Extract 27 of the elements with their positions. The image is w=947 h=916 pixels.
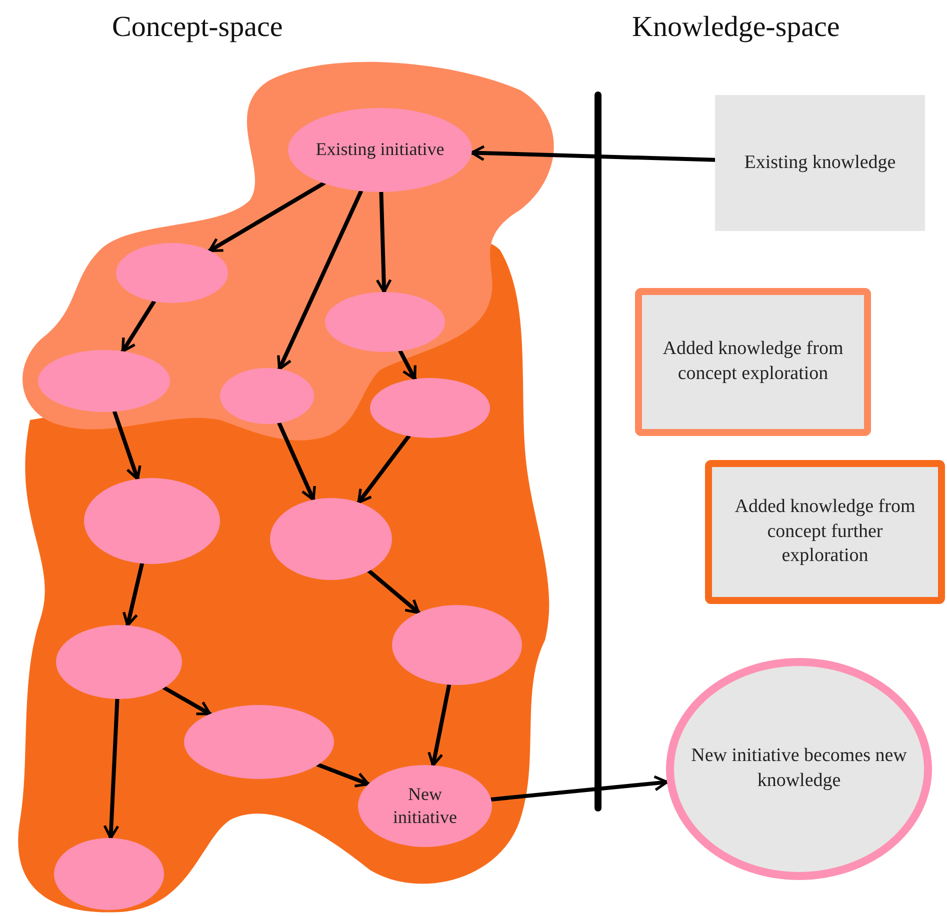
- arrow: [316, 762, 370, 788]
- arrow: [367, 569, 421, 615]
- arrow: [162, 686, 212, 716]
- node-label: Added knowledge from concept further exploration: [734, 494, 916, 568]
- node-label: New initiative becomes new knowledge: [690, 744, 908, 793]
- arrow: [277, 421, 316, 502]
- knowledge-box: [635, 288, 871, 436]
- arrow: [356, 434, 411, 504]
- arrow: [208, 181, 326, 253]
- node-label: Added knowledge from concept exploration: [662, 337, 844, 386]
- arrow: [112, 410, 142, 481]
- arrow: [103, 696, 120, 840]
- knowledge-box: [705, 460, 945, 604]
- column-heading: Concept-space: [112, 10, 283, 45]
- arrow: [120, 299, 156, 354]
- arrow: [489, 775, 669, 802]
- node-label: New initiative: [392, 782, 458, 829]
- node-label: Existing initiative: [316, 138, 444, 162]
- knowledge-box: [715, 95, 925, 231]
- arrow: [376, 190, 392, 294]
- node-label: Existing knowledge: [744, 150, 896, 175]
- column-heading: Knowledge-space: [632, 10, 840, 45]
- arrow: [398, 349, 417, 381]
- arrow: [122, 562, 144, 628]
- arrow: [428, 682, 452, 768]
- arrow: [277, 189, 364, 371]
- arrow: [470, 145, 717, 162]
